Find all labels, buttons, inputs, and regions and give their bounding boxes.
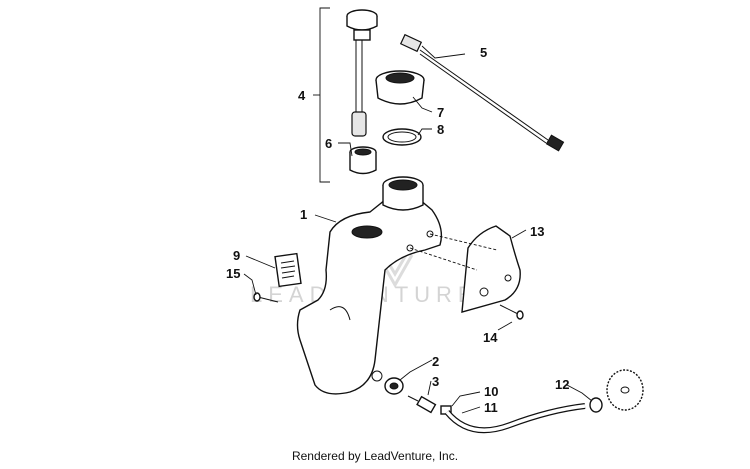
wire-harness (399, 33, 565, 152)
callout-9: 9 (233, 248, 240, 263)
callout-12: 12 (555, 377, 569, 392)
screw-part-15 (253, 292, 279, 303)
callout-2: 2 (432, 354, 439, 369)
footer-credit: Rendered by LeadVenture, Inc. (291, 449, 459, 463)
grommet-part-2 (384, 377, 404, 395)
callout-5: 5 (480, 45, 487, 60)
callout-7: 7 (437, 105, 444, 120)
callout-3: 3 (432, 374, 439, 389)
callout-15: 15 (226, 266, 240, 281)
fitting (407, 395, 437, 414)
decal (274, 252, 302, 288)
callout-4: 4 (298, 88, 306, 103)
callout-bracket-4 (319, 7, 330, 183)
callout-6: 6 (325, 136, 332, 151)
grommet-part-6 (349, 146, 377, 175)
gas-cap (375, 70, 425, 105)
callout-1: 1 (300, 207, 307, 222)
leader-lines (243, 45, 593, 414)
gasket-ring (382, 128, 422, 146)
callout-10: 10 (484, 384, 498, 399)
callout-13: 13 (530, 224, 544, 239)
callout-11: 11 (484, 400, 498, 415)
screw-part-14 (499, 304, 524, 320)
fuel-filter (589, 369, 644, 413)
callout-14: 14 (483, 330, 498, 345)
fuel-gauge-sender (346, 9, 378, 137)
fuel-tank (296, 176, 443, 395)
callout-8: 8 (437, 122, 444, 137)
heat-shield (409, 225, 521, 313)
